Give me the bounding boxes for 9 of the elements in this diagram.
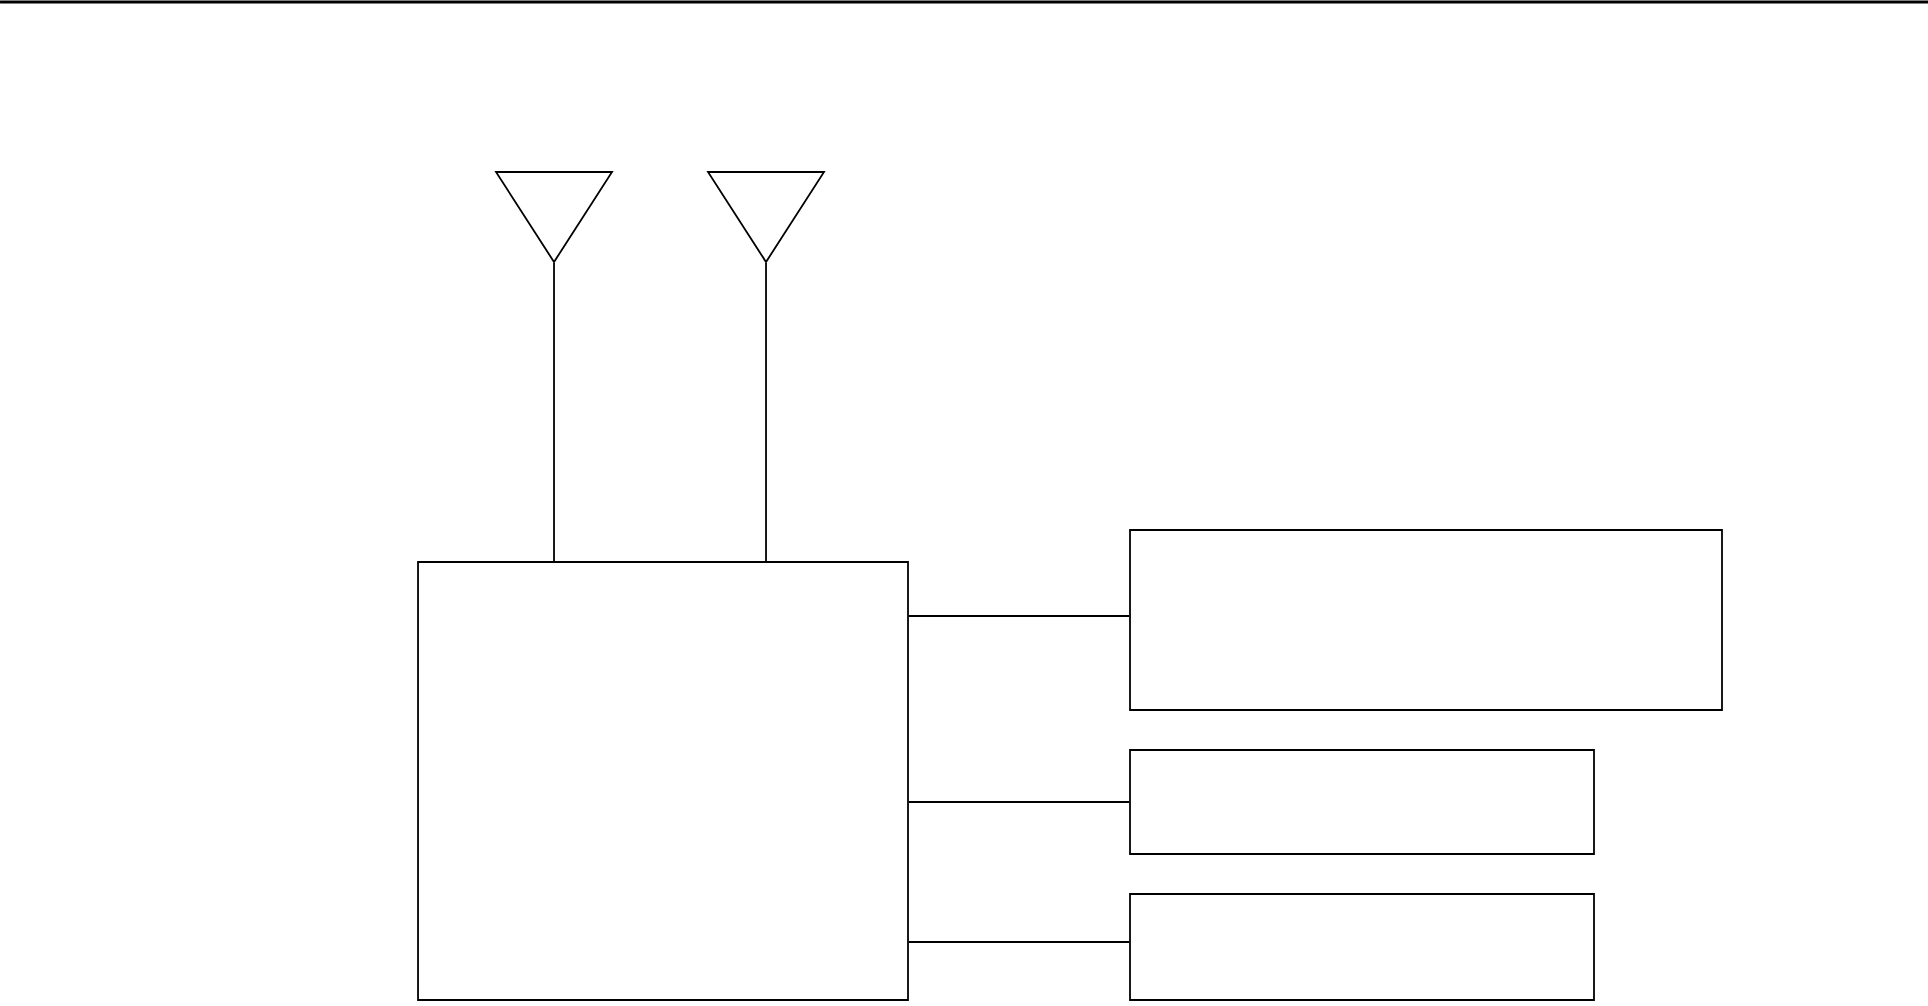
connector-line: [553, 262, 555, 562]
connector-line: [908, 801, 1130, 803]
connector-line: [765, 262, 767, 562]
block-box: [417, 561, 909, 1001]
block-box: [1129, 893, 1595, 1001]
block-box: [1129, 529, 1723, 711]
connector-line: [908, 615, 1130, 617]
connector-line: [908, 941, 1130, 943]
block-box: [1129, 749, 1595, 855]
